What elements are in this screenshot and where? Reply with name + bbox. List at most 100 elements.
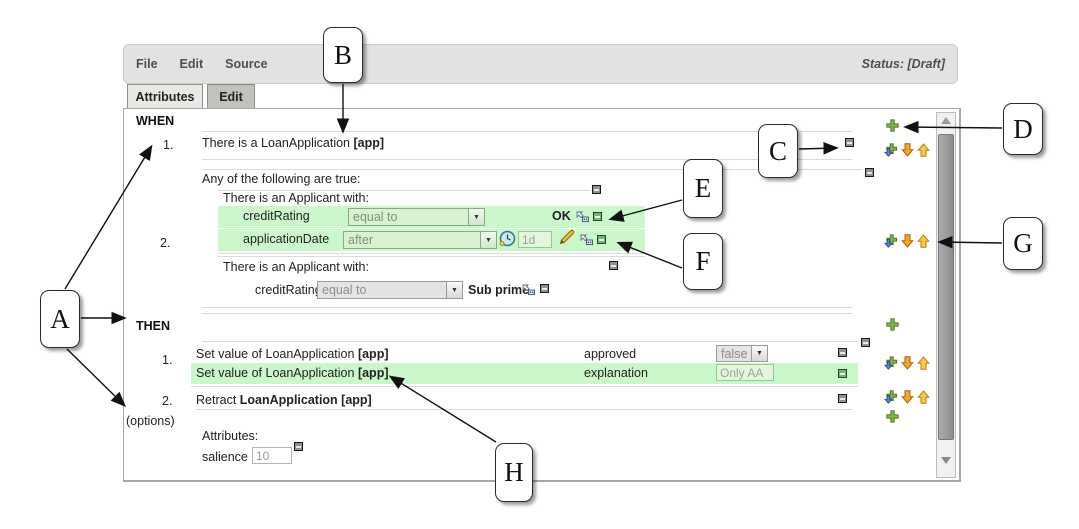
operator-dropdown[interactable]: after ▼ [343, 231, 497, 249]
divider [191, 386, 858, 387]
then-action2[interactable]: Set value of LoanApplication [app] [196, 366, 389, 380]
choose-value-icon[interactable] [575, 209, 590, 223]
condition-value-input[interactable] [518, 231, 552, 248]
collapse-toggle[interactable] [838, 369, 847, 378]
divider [218, 190, 590, 191]
divider [202, 313, 852, 314]
divider [202, 341, 858, 342]
collapse-toggle[interactable] [294, 442, 303, 451]
divider [196, 409, 852, 410]
menu-source[interactable]: Source [225, 57, 268, 71]
divider [218, 253, 645, 254]
scroll-down-button[interactable] [941, 457, 951, 464]
action-text: Set value of LoanApplication [196, 366, 355, 380]
when-row1-number: 1. [163, 138, 174, 152]
move-up-button[interactable] [917, 143, 930, 157]
add-below-button[interactable] [884, 390, 898, 404]
options-link[interactable]: (options) [126, 414, 175, 428]
move-down-button[interactable] [901, 390, 914, 404]
tab-attributes[interactable]: Attributes [127, 84, 203, 108]
collapse-toggle[interactable] [592, 185, 601, 194]
condition-value: OK [552, 209, 571, 223]
tab-edit[interactable]: Edit [207, 84, 255, 108]
dropdown-value: equal to [322, 283, 367, 297]
attributes-header: Attributes: [202, 429, 259, 443]
fact-binding: [app] [357, 366, 389, 380]
when-row1-pattern[interactable]: There is a LoanApplication [app] [202, 136, 384, 150]
divider [202, 131, 852, 132]
add-attribute-button[interactable] [886, 410, 899, 423]
action-field-label: approved [584, 347, 637, 361]
collapse-toggle[interactable] [861, 338, 870, 347]
action-value-input[interactable] [716, 364, 774, 381]
condition-field-label: creditRating [243, 209, 310, 223]
fact-binding: LoanApplication [app] [239, 393, 372, 407]
move-up-button[interactable] [917, 234, 930, 248]
divider [202, 159, 852, 160]
dropdown-value: false [721, 347, 748, 361]
action-field-label: explanation [584, 366, 648, 380]
menu-file[interactable]: File [136, 57, 158, 71]
add-below-button[interactable] [884, 356, 898, 370]
salience-input[interactable] [252, 447, 292, 464]
pattern-text: There is a LoanApplication [202, 136, 351, 150]
menu-items: File Edit Source [136, 45, 268, 83]
fact-binding: [app] [353, 136, 385, 150]
pencil-icon[interactable] [559, 229, 576, 245]
divider [202, 307, 852, 308]
add-condition-button[interactable] [886, 119, 899, 132]
move-up-button[interactable] [917, 356, 930, 370]
choose-value-icon[interactable] [521, 282, 536, 296]
collapse-toggle[interactable] [593, 212, 602, 221]
add-below-button[interactable] [884, 234, 898, 248]
callout-d: D [1003, 103, 1043, 155]
callout-h: H [495, 443, 533, 502]
operator-dropdown[interactable]: equal to ▼ [348, 208, 485, 226]
value-dropdown[interactable]: false ▼ [716, 345, 768, 362]
then-row1-number: 1. [162, 353, 173, 367]
or-group-header: Any of the following are true: [202, 172, 361, 186]
chevron-down-icon: ▼ [751, 346, 767, 361]
applicant1-header: There is an Applicant with: [223, 191, 369, 205]
collapse-toggle[interactable] [838, 394, 847, 403]
condition-field-label: applicationDate [243, 232, 330, 246]
collapse-toggle[interactable] [838, 348, 847, 357]
scroll-up-button[interactable] [941, 117, 951, 124]
add-below-button[interactable] [884, 143, 898, 157]
divider [202, 169, 862, 170]
status-label: Status: [Draft] [861, 57, 945, 71]
then-row2-number: 2. [162, 394, 173, 408]
then-keyword: THEN [136, 319, 171, 333]
move-down-button[interactable] [901, 234, 914, 248]
when-row2-number: 2. [160, 236, 171, 250]
then-action1[interactable]: Set value of LoanApplication [app] [196, 347, 389, 361]
action-text: Retract [196, 393, 237, 407]
menu-edit[interactable]: Edit [179, 57, 204, 71]
operator-dropdown[interactable]: equal to ▼ [317, 281, 463, 299]
collapse-toggle[interactable] [609, 261, 618, 270]
collapse-toggle[interactable] [540, 284, 549, 293]
callout-a: A [40, 290, 80, 348]
attribute-name: salience [202, 450, 248, 464]
choose-value-icon[interactable] [579, 232, 594, 246]
condition-field-label: creditRating [255, 283, 322, 297]
collapse-toggle[interactable] [865, 168, 874, 177]
scrollbar-thumb[interactable] [938, 134, 954, 440]
collapse-toggle[interactable] [845, 138, 854, 147]
collapse-toggle[interactable] [597, 235, 606, 244]
applicant2-header: There is an Applicant with: [223, 260, 369, 274]
callout-e: E [683, 159, 723, 218]
chevron-down-icon: ▼ [480, 232, 496, 248]
move-down-button[interactable] [901, 356, 914, 370]
add-action-button[interactable] [886, 318, 899, 331]
move-up-button[interactable] [917, 390, 930, 404]
callout-c: C [758, 124, 798, 178]
move-down-button[interactable] [901, 143, 914, 157]
fact-binding: [app] [357, 347, 389, 361]
menu-bar: File Edit Source Status: [Draft] [123, 44, 958, 84]
then-action3[interactable]: Retract LoanApplication [app] [196, 393, 372, 407]
chevron-down-icon: ▼ [446, 282, 462, 298]
condition-value: Sub prime [468, 283, 530, 297]
clock-icon[interactable] [499, 230, 516, 247]
